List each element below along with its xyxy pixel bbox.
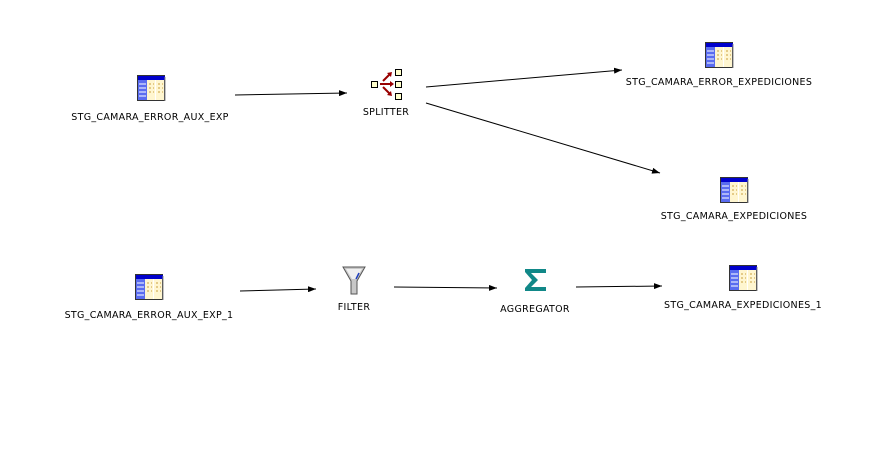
table-icon[interactable] xyxy=(720,177,749,208)
edge-src2-filter[interactable] xyxy=(239,286,317,293)
edge-aggregator-tgt3[interactable] xyxy=(575,283,663,290)
node-label: STG_CAMARA_EXPEDICIONES xyxy=(660,211,808,222)
table-icon[interactable] xyxy=(135,274,164,305)
node-label: STG_CAMARA_ERROR_AUX_EXP xyxy=(71,112,229,123)
edge-splitter-tgt2[interactable] xyxy=(425,102,661,174)
aggregator-icon[interactable] xyxy=(523,267,549,297)
node-label: AGGREGATOR xyxy=(500,304,570,315)
table-icon[interactable] xyxy=(729,265,758,296)
filter-icon[interactable] xyxy=(342,265,367,300)
table-icon[interactable] xyxy=(137,75,166,106)
node-label: SPLITTER xyxy=(362,107,410,118)
node-label: STG_CAMARA_ERROR_AUX_EXP_1 xyxy=(64,310,234,321)
node-label: STG_CAMARA_ERROR_EXPEDICIONES xyxy=(625,77,813,88)
splitter-icon[interactable] xyxy=(370,68,403,104)
table-icon[interactable] xyxy=(705,42,734,73)
edge-filter-aggregator[interactable] xyxy=(393,284,498,291)
edge-src1-splitter[interactable] xyxy=(234,90,348,97)
edge-splitter-tgt1[interactable] xyxy=(425,67,623,88)
node-label: STG_CAMARA_EXPEDICIONES_1 xyxy=(664,300,822,311)
node-label: FILTER xyxy=(337,302,371,313)
